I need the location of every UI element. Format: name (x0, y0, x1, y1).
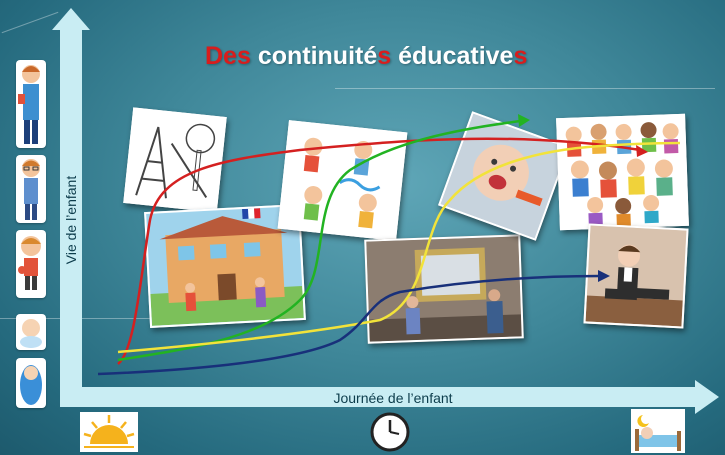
vertical-axis-arrow (60, 22, 82, 407)
schoolboy-with-book-icon (16, 60, 46, 148)
boy-sitting-image (583, 223, 689, 329)
decorative-line (335, 88, 715, 89)
child-eating-image (438, 111, 570, 241)
baby-icon (16, 314, 46, 350)
slide-title: Des continuités éducatives (205, 42, 528, 70)
horizontal-axis-arrowhead (695, 380, 719, 414)
vertical-axis-arrowhead (52, 8, 90, 30)
sunrise-icon (80, 412, 138, 452)
horizontal-axis-arrow (60, 387, 700, 407)
school-drawing-image (144, 203, 306, 329)
green-arrowhead (518, 114, 530, 127)
playground-drawing-image (123, 107, 227, 213)
clock-icon (368, 412, 412, 452)
child-with-glasses-icon (16, 155, 46, 223)
navy-curve (97, 274, 601, 376)
horizontal-axis-label: Journée de l’enfant (333, 390, 453, 406)
kids-activities-drawing-image (277, 120, 408, 241)
baby-swaddled-icon (16, 358, 46, 408)
navy-arrowhead (598, 270, 610, 282)
toddler-icon (16, 230, 46, 298)
yellow-curve (117, 141, 681, 354)
red-arrowhead (636, 145, 648, 157)
museum-visit-image (364, 234, 524, 344)
green-curve (117, 119, 521, 362)
cartoon-children-crowd-image (556, 113, 689, 231)
red-curve (117, 137, 641, 365)
child-sleeping-in-bed-icon (631, 409, 685, 453)
